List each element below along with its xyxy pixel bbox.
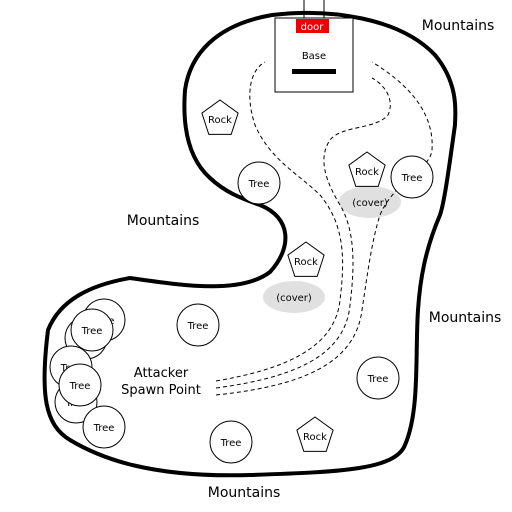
tree-circle [70,308,114,352]
tree: Tree [237,161,281,205]
tree-label: Tree [187,321,209,332]
cover-label: (cover) [352,198,388,209]
rock-shape [296,416,334,452]
mountains-label-right: Mountains [429,310,502,326]
attack-path-2 [215,77,391,389]
trees: TreeTreeTreeTreeTreeTreeTreeTreeTreeTree… [49,155,434,464]
cover-zone-upper: (cover) [339,186,401,218]
attack-path-3 [215,61,433,396]
rock-shape [201,99,239,135]
attacker-spawn-point: Attacker Spawn Point [121,366,201,398]
tree: Tree [58,363,102,407]
tree: Tree [82,405,126,449]
base: door Base [274,0,354,93]
rock-label: Rock [208,115,232,126]
attack-paths [215,61,433,396]
tree-circle [237,161,281,205]
rock-label: Rock [355,167,379,178]
tree-circle [356,356,400,400]
attack-path-1 [215,61,344,382]
tree-circle [58,363,102,407]
base-label: Base [302,51,326,62]
tree-label: Tree [401,173,423,184]
tree-circle [390,155,434,199]
tree-label: Tree [93,423,115,434]
tree-circle [176,303,220,347]
spawn-label-line1: Attacker [134,366,189,381]
rock-label: Rock [294,257,318,268]
cover-label: (cover) [276,293,312,304]
rock: Rock [201,99,239,135]
map-boundary [42,10,458,478]
tree: Tree [209,420,253,464]
tree-label: Tree [248,179,270,190]
tree-circle [209,420,253,464]
base-wall-bar [292,69,336,74]
mountains-label-bottom: Mountains [208,485,281,501]
tree-label: Tree [220,438,242,449]
mountains-label-top-right: Mountains [422,18,495,34]
rock: Rock [296,416,334,452]
door-label: door [301,22,325,33]
cover-zone-lower: (cover) [263,281,325,313]
rock-label: Rock [303,432,327,443]
rock: Rock [348,151,386,187]
tree-label: Tree [367,374,389,385]
mountains-label-left: Mountains [127,213,200,229]
rock-shape [287,241,325,277]
tree: Tree [356,356,400,400]
tree: Tree [390,155,434,199]
tree: Tree [176,303,220,347]
tree-label: Tree [81,326,103,337]
spawn-label-line2: Spawn Point [121,383,201,398]
rock: Rock [287,241,325,277]
tree: Tree [70,308,114,352]
rock-shape [348,151,386,187]
tree-circle [82,405,126,449]
door-marker [296,19,329,33]
tree-label: Tree [69,381,91,392]
